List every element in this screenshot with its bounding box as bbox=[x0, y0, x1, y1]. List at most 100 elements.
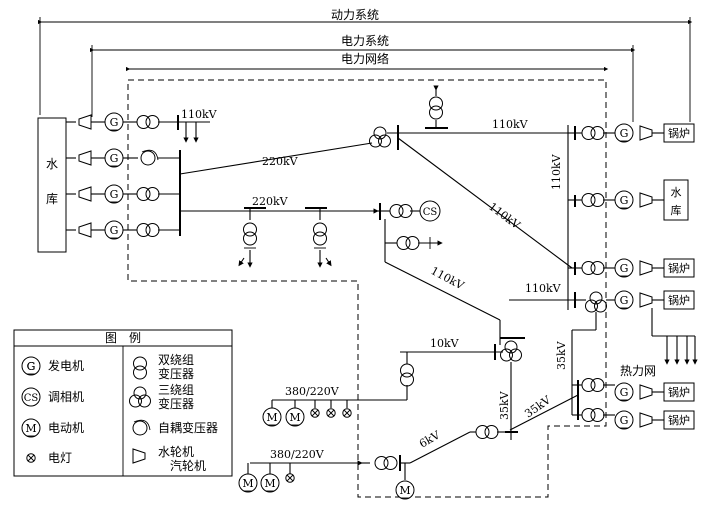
transformer-condenser bbox=[389, 204, 413, 218]
legend-label-condenser: 调相机 bbox=[48, 390, 84, 404]
label-110kv-e: 110kV bbox=[525, 282, 562, 295]
generator-right-4 bbox=[614, 290, 634, 310]
legend bbox=[13, 329, 233, 477]
legend-title: 图 例 bbox=[105, 331, 141, 345]
legend-label-turbine-1: 水轮机 bbox=[158, 445, 194, 459]
transformer-left-4 bbox=[136, 223, 160, 237]
legend-label-motor: 电动机 bbox=[48, 421, 84, 435]
lamp-a-3 bbox=[342, 408, 352, 418]
reservoir-right-char-2: 库 bbox=[671, 204, 682, 217]
legend-label-lamp: 电灯 bbox=[48, 451, 72, 465]
boiler-box-2 bbox=[663, 258, 695, 278]
motor-a-2 bbox=[285, 407, 305, 427]
transformer-load-b bbox=[374, 456, 398, 470]
reservoir-left-char-2: 库 bbox=[46, 191, 58, 206]
legend-label-3w-2: 变压器 bbox=[158, 396, 194, 411]
label-220kv-a: 220kV bbox=[262, 155, 299, 168]
boiler-box-1 bbox=[663, 123, 695, 143]
label-35kv-c: 35kV bbox=[522, 393, 554, 421]
line-220kv-main bbox=[158, 142, 373, 236]
load-a-wiring bbox=[271, 399, 348, 408]
right-turbines bbox=[639, 125, 664, 308]
legend-label-auto: 自耦变压器 bbox=[158, 420, 218, 435]
line-220kv-lower bbox=[180, 207, 385, 268]
motor-a-1 bbox=[262, 407, 282, 427]
boiler-box-4 bbox=[663, 382, 695, 402]
left-110kv-feeder bbox=[158, 115, 210, 143]
condenser-letters: CS bbox=[423, 207, 438, 218]
legend-label-2w-1: 双绕组 bbox=[158, 353, 194, 367]
power-system-scope bbox=[37, 8, 693, 122]
transformer-right-6 bbox=[581, 408, 605, 422]
transformer-3w-top bbox=[369, 126, 391, 148]
boiler-box-3 bbox=[663, 290, 695, 310]
generator-right-1 bbox=[614, 123, 634, 143]
label-35kv-a: 35kV bbox=[555, 340, 568, 370]
heat-network-label: 热力网 bbox=[620, 364, 656, 378]
electric-system-title: 电力系统 bbox=[341, 34, 389, 48]
transformer-left-1 bbox=[136, 115, 160, 129]
right-bus bbox=[567, 125, 615, 310]
reservoir-right bbox=[663, 179, 689, 221]
transformer-center-small bbox=[396, 236, 420, 250]
transformer-right-2 bbox=[581, 193, 605, 207]
reservoir-right-char-1: 水 bbox=[671, 186, 682, 199]
hydro-unit-rows bbox=[66, 114, 138, 238]
lamp-a-2 bbox=[326, 408, 336, 418]
label-110kv-d: 110kV bbox=[429, 264, 467, 293]
right-turbines-lower bbox=[639, 384, 664, 428]
label-35kv-b: 35kV bbox=[498, 390, 511, 420]
motor-b-1 bbox=[238, 473, 258, 493]
transformer-right-3 bbox=[581, 261, 605, 275]
lamp-b-1 bbox=[285, 473, 295, 483]
transformer-sub-2 bbox=[313, 222, 327, 246]
transformer-6kv bbox=[475, 425, 499, 439]
autotransformer-left bbox=[140, 149, 159, 166]
generator-right-6 bbox=[614, 410, 634, 430]
label-110kv-f: 110kV bbox=[550, 153, 563, 190]
label-380-a: 380/220V bbox=[285, 385, 340, 398]
heat-network-arrows bbox=[651, 308, 698, 365]
legend-label-3w-1: 三绕组 bbox=[158, 383, 194, 397]
generator-symbol-3 bbox=[104, 184, 124, 204]
boiler-box-5 bbox=[663, 410, 695, 430]
boiler-label-5: 锅炉 bbox=[668, 414, 690, 427]
power-system-title: 动力系统 bbox=[331, 8, 379, 22]
electric-system-scope bbox=[89, 45, 636, 122]
condenser-branch bbox=[373, 203, 443, 262]
generator-right-2 bbox=[614, 190, 634, 210]
electric-network-title: 电力网络 bbox=[341, 51, 389, 66]
legend-label-turbine-2: 汽轮机 bbox=[170, 458, 206, 473]
generator-symbol-4 bbox=[104, 220, 124, 240]
motor-b-2 bbox=[260, 473, 280, 493]
legend-letter-g: G bbox=[27, 360, 36, 373]
label-6kv: 6kV bbox=[417, 428, 443, 451]
condenser-symbol bbox=[419, 200, 441, 222]
generator-right-5 bbox=[614, 382, 634, 402]
generator-right-3 bbox=[614, 258, 634, 278]
transformer-sub-1 bbox=[243, 222, 257, 246]
boiler-label-3: 锅炉 bbox=[668, 294, 690, 307]
label-220kv-b: 220kV bbox=[252, 195, 289, 208]
reservoir-left bbox=[37, 117, 67, 253]
boiler-label-2: 锅炉 bbox=[668, 262, 690, 275]
legend-letter-cs: CS bbox=[24, 393, 39, 404]
transformer-3w-right bbox=[585, 291, 607, 313]
generator-symbol-1 bbox=[104, 112, 124, 132]
transformer-top-center bbox=[429, 96, 443, 120]
generator-symbol-2 bbox=[104, 148, 124, 168]
transformer-3w-central bbox=[500, 340, 522, 362]
transformer-right-1 bbox=[581, 126, 605, 140]
boiler-label-4: 锅炉 bbox=[668, 386, 690, 399]
transformer-right-5 bbox=[581, 378, 605, 392]
reservoir-left-char-1: 水 bbox=[46, 157, 58, 171]
transformer-10kv bbox=[400, 363, 414, 387]
transformer-left-3 bbox=[136, 187, 160, 201]
label-10kv: 10kV bbox=[430, 337, 460, 350]
lamp-a-1 bbox=[310, 408, 320, 418]
boiler-label-1: 锅炉 bbox=[668, 127, 690, 140]
motor-6kv bbox=[395, 480, 415, 500]
central-top-wiring bbox=[387, 85, 575, 150]
legend-label-generator: 发电机 bbox=[48, 358, 84, 373]
